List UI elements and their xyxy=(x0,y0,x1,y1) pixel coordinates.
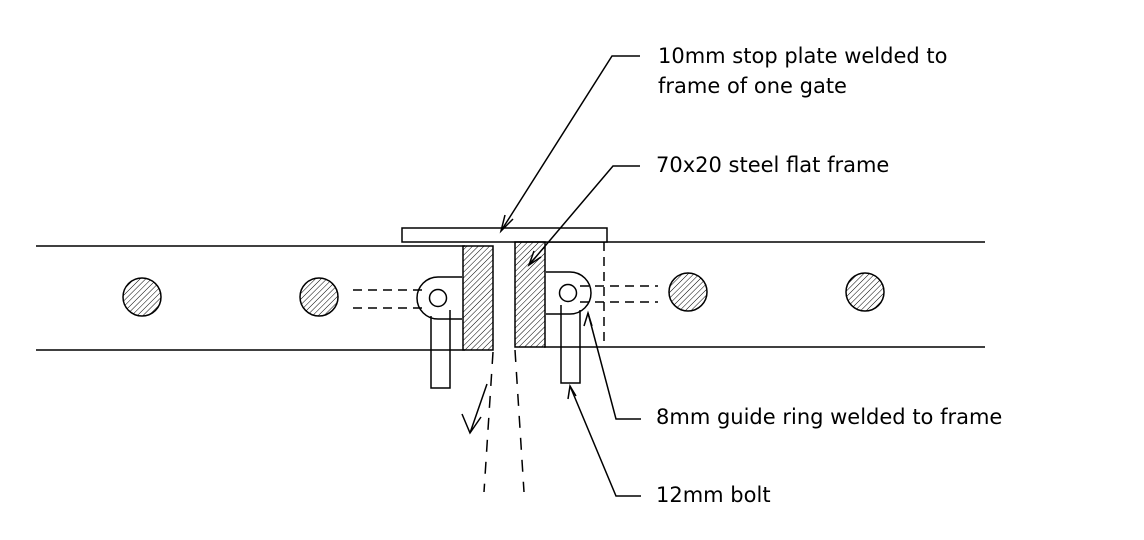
right-bolt-section xyxy=(558,283,578,303)
guide-ring-leader-arrow xyxy=(583,310,593,327)
left-gate-swing-line xyxy=(483,351,494,493)
infill-bar-circle-3 xyxy=(668,272,708,312)
right-bolt-shank xyxy=(560,305,581,384)
stop-plate-leader xyxy=(500,55,640,232)
guide-ring-label: 8mm guide ring welded to frame xyxy=(656,405,1003,429)
right-guide-ring xyxy=(546,271,592,315)
steel-frame-label: 70x20 steel flat frame xyxy=(656,153,890,177)
steel-frame-leader xyxy=(528,165,640,266)
stop-plate xyxy=(401,227,608,243)
bolt-label: 12mm bolt xyxy=(656,483,771,507)
bolt-leader-arrow xyxy=(567,383,577,400)
infill-bar-circle-1 xyxy=(122,277,162,317)
right-gate-swing-line xyxy=(514,349,525,493)
left-bolt-section xyxy=(428,288,448,308)
left-bolt-shank xyxy=(430,310,451,389)
left-guide-ring xyxy=(416,276,462,320)
bolt-leader xyxy=(569,385,641,497)
left-steel-flat-frame xyxy=(462,245,494,351)
infill-bar-circle-2 xyxy=(299,277,339,317)
guide-ring-leader xyxy=(587,312,641,420)
swing-direction-arrow xyxy=(461,383,488,435)
steel-frame-leader-arrow xyxy=(527,250,542,267)
infill-bar-circle-4 xyxy=(845,272,885,312)
right-steel-flat-frame xyxy=(514,241,546,348)
stop-plate-leader-arrow xyxy=(499,214,514,234)
stop-plate-label: 10mm stop plate welded to frame of one g… xyxy=(658,44,948,98)
